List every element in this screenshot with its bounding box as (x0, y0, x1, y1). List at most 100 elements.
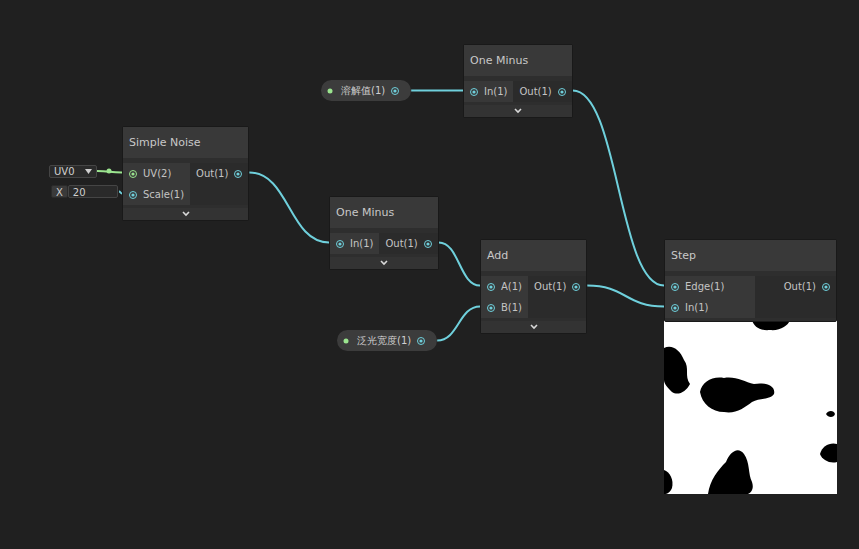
preview-blob (664, 470, 673, 494)
port-dot (570, 281, 582, 293)
port-label: Edge(1) (685, 281, 724, 292)
port-row: Out(1) (190, 163, 248, 184)
dropdown-value: UV0 (54, 165, 75, 178)
preview-blob (826, 411, 835, 417)
input-widget: UV0 (49, 164, 97, 178)
axis-label: X (51, 185, 68, 198)
port-core (420, 339, 423, 342)
shader-node: One MinusIn(1)Out(1) (463, 44, 573, 118)
port-row: In(1) (464, 81, 513, 102)
port-core (394, 89, 397, 92)
node-header: Step (665, 240, 836, 271)
port-dot (669, 302, 681, 314)
node-body: Edge(1) In(1) Out(1) (665, 271, 836, 321)
connector (437, 307, 480, 341)
port-row: UV(2) (123, 163, 190, 184)
property-dot (327, 88, 333, 94)
port-ring (235, 170, 242, 177)
port-core (673, 285, 676, 288)
port-ring (392, 87, 399, 94)
property-pill: 溶解值(1) (321, 80, 411, 101)
port-dot (389, 85, 401, 97)
shader-node: AddA(1) B(1) Out(1) (480, 239, 587, 334)
port-label: Out(1) (385, 238, 417, 249)
chevron-stroke (515, 109, 521, 112)
port-label: Scale(1) (143, 189, 184, 200)
chevron-stroke (183, 212, 189, 215)
expand-chevron (379, 259, 389, 267)
dropdown-arrow (85, 169, 92, 174)
property-name: 溶解值(1) (341, 84, 385, 98)
node-title: One Minus (470, 54, 528, 67)
chevron-stroke (531, 325, 537, 328)
field-value: 20 (73, 187, 86, 198)
input-column: In(1) (330, 233, 379, 254)
port-label: Out(1) (784, 281, 816, 292)
node-footer (330, 257, 438, 269)
output-column: Out(1) (513, 81, 571, 102)
connector (411, 90, 463, 92)
port-label: In(1) (350, 238, 373, 249)
port-dot (556, 86, 568, 98)
step-preview (664, 320, 837, 494)
port-core (824, 285, 827, 288)
input-column: UV(2) Scale(1) (123, 163, 190, 205)
output-column: Out(1) (528, 276, 586, 318)
node-title: One Minus (336, 206, 394, 219)
port-label: Out(1) (196, 168, 228, 179)
port-ring (488, 304, 495, 311)
port-label: Out(1) (534, 281, 566, 292)
port-row: Out(1) (528, 276, 586, 297)
chevron-stroke (381, 261, 387, 264)
port-dot (232, 168, 244, 180)
node-footer (123, 208, 248, 220)
port-row: Out(1) (755, 276, 836, 297)
input-widget: X 20 (51, 184, 119, 199)
node-body: A(1) B(1) Out(1) (481, 271, 586, 321)
port-dot (107, 169, 112, 174)
port-ring (672, 304, 679, 311)
port-label: B(1) (501, 302, 522, 313)
port-label: UV(2) (143, 168, 171, 179)
arrow (85, 169, 92, 174)
output-column: Out(1) (379, 233, 437, 254)
dot (328, 88, 333, 93)
port-core (575, 285, 578, 288)
port-dot (468, 86, 480, 98)
node-footer (481, 321, 586, 333)
port-row: B(1) (481, 297, 528, 318)
port-ring (823, 283, 830, 290)
node-title: Simple Noise (129, 136, 201, 149)
port-row: In(1) (665, 297, 755, 318)
port-ring (130, 191, 137, 198)
port-label: A(1) (501, 281, 522, 292)
node-footer (464, 105, 572, 117)
port-core (673, 306, 676, 309)
port-dot (485, 281, 497, 293)
port-core (131, 172, 134, 175)
property-dot (343, 338, 349, 344)
port-core (131, 193, 134, 196)
port-dot (485, 302, 497, 314)
port-ring (130, 170, 137, 177)
port-row: Scale(1) (123, 184, 190, 205)
port-label: In(1) (685, 302, 708, 313)
node-body: In(1)Out(1) (464, 76, 572, 105)
output-column: Out(1) (190, 163, 248, 205)
port-ring (424, 240, 431, 247)
shader-node: Simple NoiseUV(2) Scale(1) Out(1) (122, 126, 249, 221)
port-ring (558, 88, 565, 95)
shader-node: StepEdge(1) In(1) Out(1) (664, 239, 837, 322)
port-dot (422, 238, 434, 250)
input-column: Edge(1) In(1) (665, 276, 755, 318)
preview-blob (820, 443, 837, 462)
port-dot (127, 189, 139, 201)
node-header: One Minus (330, 197, 438, 228)
port-dot (820, 281, 832, 293)
input-column: In(1) (464, 81, 513, 102)
port-core (338, 242, 341, 245)
node-title: Add (487, 249, 508, 262)
port-row: A(1) (481, 276, 528, 297)
node-header: Simple Noise (123, 127, 248, 158)
port-ring (337, 240, 344, 247)
